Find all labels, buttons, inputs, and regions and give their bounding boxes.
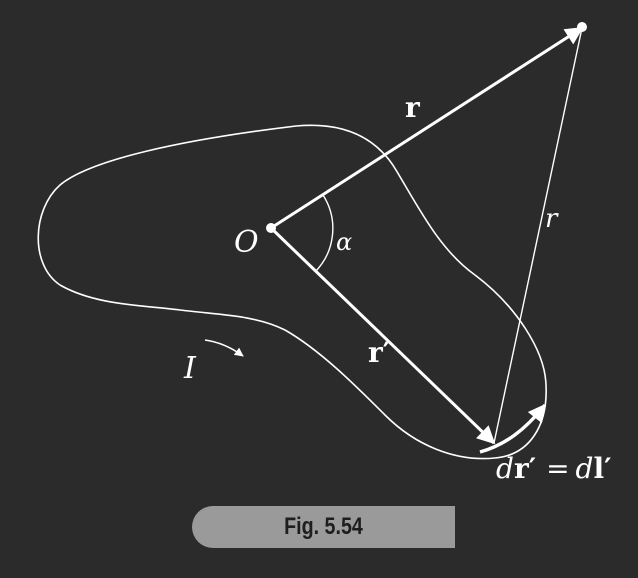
r-label: r — [405, 91, 421, 124]
alpha-label: α — [336, 228, 352, 256]
current-loop — [37, 124, 547, 460]
origin-point — [266, 223, 276, 233]
script-r-label: r — [545, 204, 559, 234]
r-prime-label: r′ — [368, 336, 390, 369]
separation-line — [493, 27, 583, 444]
dr-dl-label: dr′=dl′ — [496, 452, 612, 485]
current-label: I — [183, 351, 197, 386]
r-vector — [270, 26, 584, 230]
figure-caption: Fig. 5.54 — [284, 513, 363, 540]
r-prime-vector — [269, 226, 496, 445]
origin-label: O — [234, 225, 259, 260]
alpha-arc — [314, 194, 334, 273]
current-arrow — [204, 339, 244, 357]
dr-prime-arrow — [479, 403, 547, 454]
figure-caption-badge: Fig. 5.54 — [192, 506, 455, 548]
field-point — [577, 22, 587, 32]
